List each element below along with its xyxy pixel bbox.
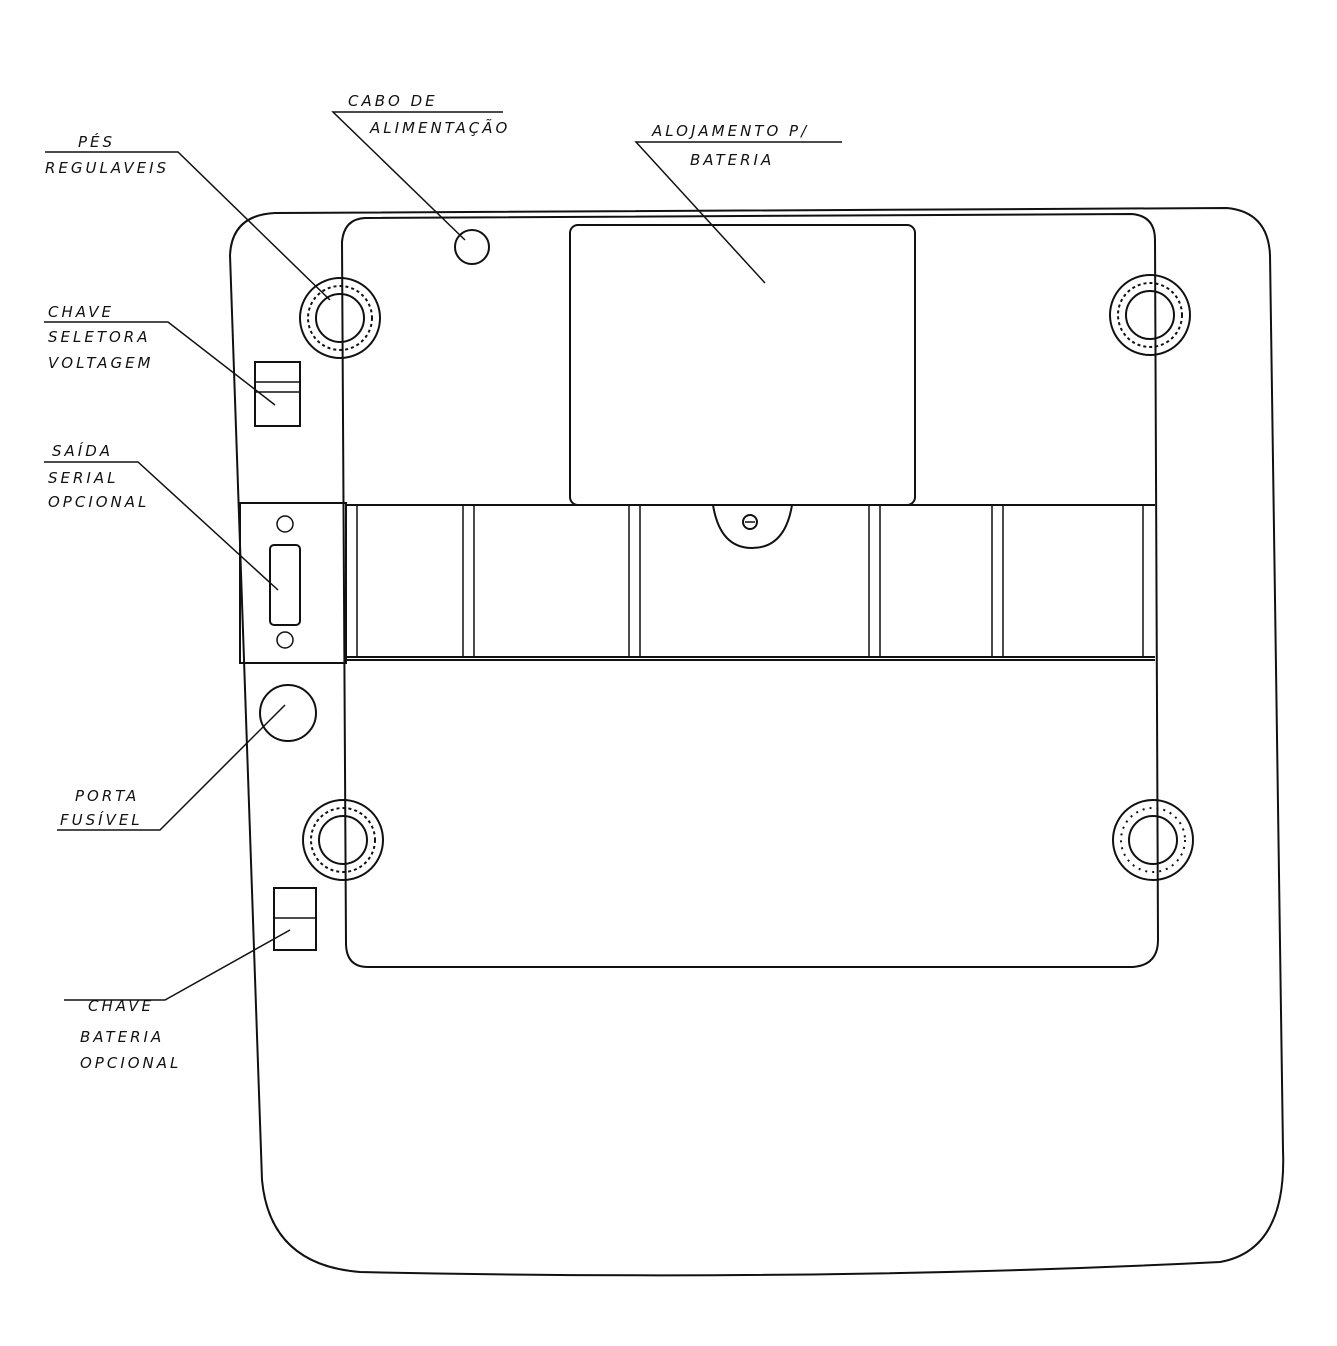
leader-lines	[44, 111, 842, 1001]
svg-text:SERIAL: SERIAL	[48, 469, 118, 487]
svg-text:SAÍDA: SAÍDA	[52, 441, 113, 460]
label-porta: PORTA FUSÍVEL	[60, 787, 143, 829]
svg-text:FUSÍVEL: FUSÍVEL	[60, 810, 143, 829]
battery-compartment	[569, 224, 916, 506]
svg-text:REGULAVEIS: REGULAVEIS	[45, 159, 169, 177]
serial-port	[239, 502, 347, 664]
label-chave-voltagem: CHAVE SELETORA VOLTAGEM	[48, 303, 154, 372]
label-alojamento: ALOJAMENTO P/ BATERIA	[651, 122, 809, 169]
svg-text:CHAVE: CHAVE	[48, 303, 114, 321]
foot-bottom-right	[1112, 799, 1194, 881]
label-pes: PÉS REGULAVEIS	[45, 132, 169, 177]
svg-text:CHAVE: CHAVE	[88, 997, 154, 1015]
battery-screw	[742, 514, 758, 530]
svg-text:PÉS: PÉS	[78, 132, 115, 151]
svg-text:SELETORA: SELETORA	[48, 328, 151, 346]
foot-top-left	[299, 277, 381, 359]
inner-panel	[340, 212, 1160, 968]
label-chave-bateria: CHAVE BATERIA OPCIONAL	[80, 997, 181, 1072]
svg-text:OPCIONAL: OPCIONAL	[48, 493, 149, 511]
fuse-holder	[259, 684, 317, 742]
label-saida: SAÍDA SERIAL OPCIONAL	[48, 441, 149, 511]
housing-outline	[228, 206, 1285, 1277]
label-cabo: CABO DE ALIMENTAÇÃO	[348, 92, 510, 137]
foot-bottom-left	[302, 799, 384, 881]
svg-text:VOLTAGEM: VOLTAGEM	[48, 354, 154, 372]
power-cable-hole	[454, 229, 490, 265]
foot-top-right	[1109, 274, 1191, 356]
voltage-switch	[254, 361, 301, 427]
battery-switch	[273, 887, 317, 951]
battery-cover-tab	[712, 504, 793, 550]
svg-text:PORTA: PORTA	[75, 787, 139, 805]
svg-text:BATERIA: BATERIA	[80, 1028, 164, 1046]
svg-text:ALIMENTAÇÃO: ALIMENTAÇÃO	[369, 118, 510, 137]
svg-text:BATERIA: BATERIA	[690, 151, 774, 169]
svg-text:OPCIONAL: OPCIONAL	[80, 1054, 181, 1072]
svg-text:CABO DE: CABO DE	[348, 92, 438, 110]
svg-text:ALOJAMENTO P/: ALOJAMENTO P/	[651, 122, 809, 140]
middle-band	[346, 504, 1155, 661]
